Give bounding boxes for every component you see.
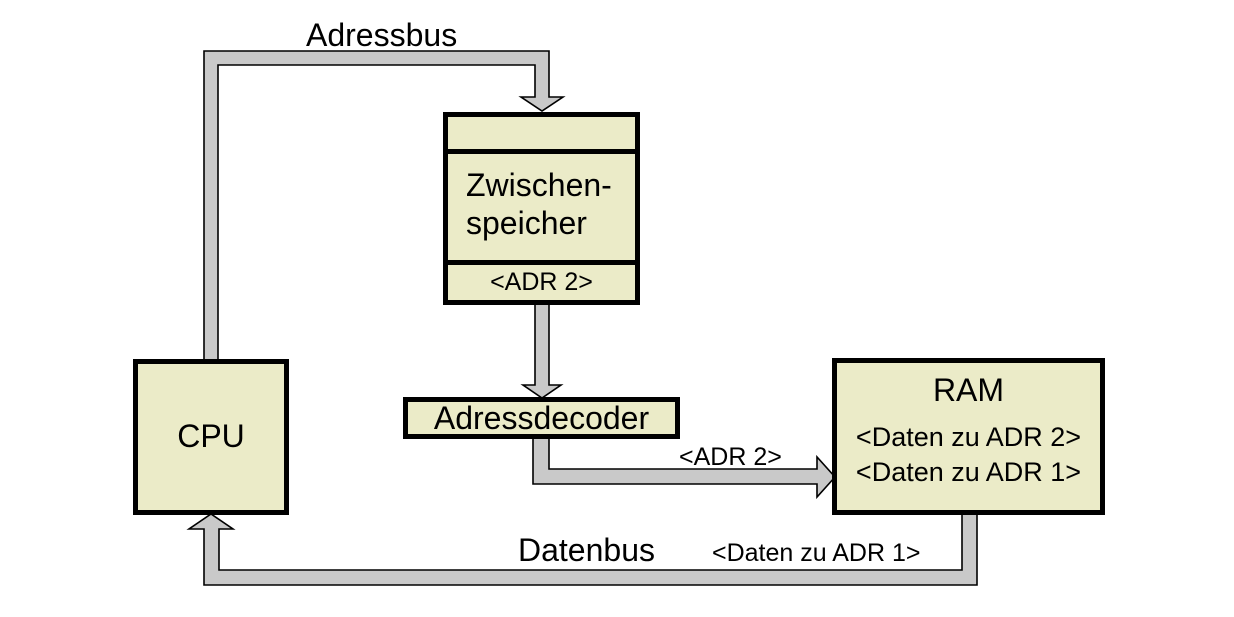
buffer-label: Zwischen- speicher [448,154,635,260]
ram-row-adr1: <Daten zu ADR 1> [855,457,1082,487]
datenbus-line [186,509,978,586]
adressbus-line [203,50,566,363]
adressbus-label: Adressbus [306,17,458,53]
adr2-bus-label: <ADR 2> [679,443,782,471]
ram-title: RAM [932,372,1005,408]
cpu-label: CPU [177,418,245,455]
buffer-box: Zwischen- speicher <ADR 2> [443,112,640,305]
buffer-label-line1: Zwischen- [466,167,612,203]
cpu-box: CPU [133,359,289,515]
datenbus-label: Datenbus [518,532,655,568]
buffer-top-compartment [448,117,635,149]
buffer-label-line2: speicher [466,205,587,241]
buffer-to-decoder-arrow [520,297,564,399]
buffer-divider-top [448,149,635,154]
ram-box: RAM <Daten zu ADR 2> <Daten zu ADR 1> [832,358,1105,515]
daten-adr1-bus-label: <Daten zu ADR 1> [712,539,921,567]
decoder-box: Adressdecoder [403,397,680,439]
buffer-divider-bottom [448,260,635,265]
ram-row-adr2: <Daten zu ADR 2> [855,422,1082,452]
ram-rows: <Daten zu ADR 2> <Daten zu ADR 1> [837,420,1100,490]
buffer-slot-adr2: <ADR 2> [490,268,593,296]
decoder-to-ram-arrow [532,433,837,500]
decoder-label: Adressdecoder [433,399,650,436]
